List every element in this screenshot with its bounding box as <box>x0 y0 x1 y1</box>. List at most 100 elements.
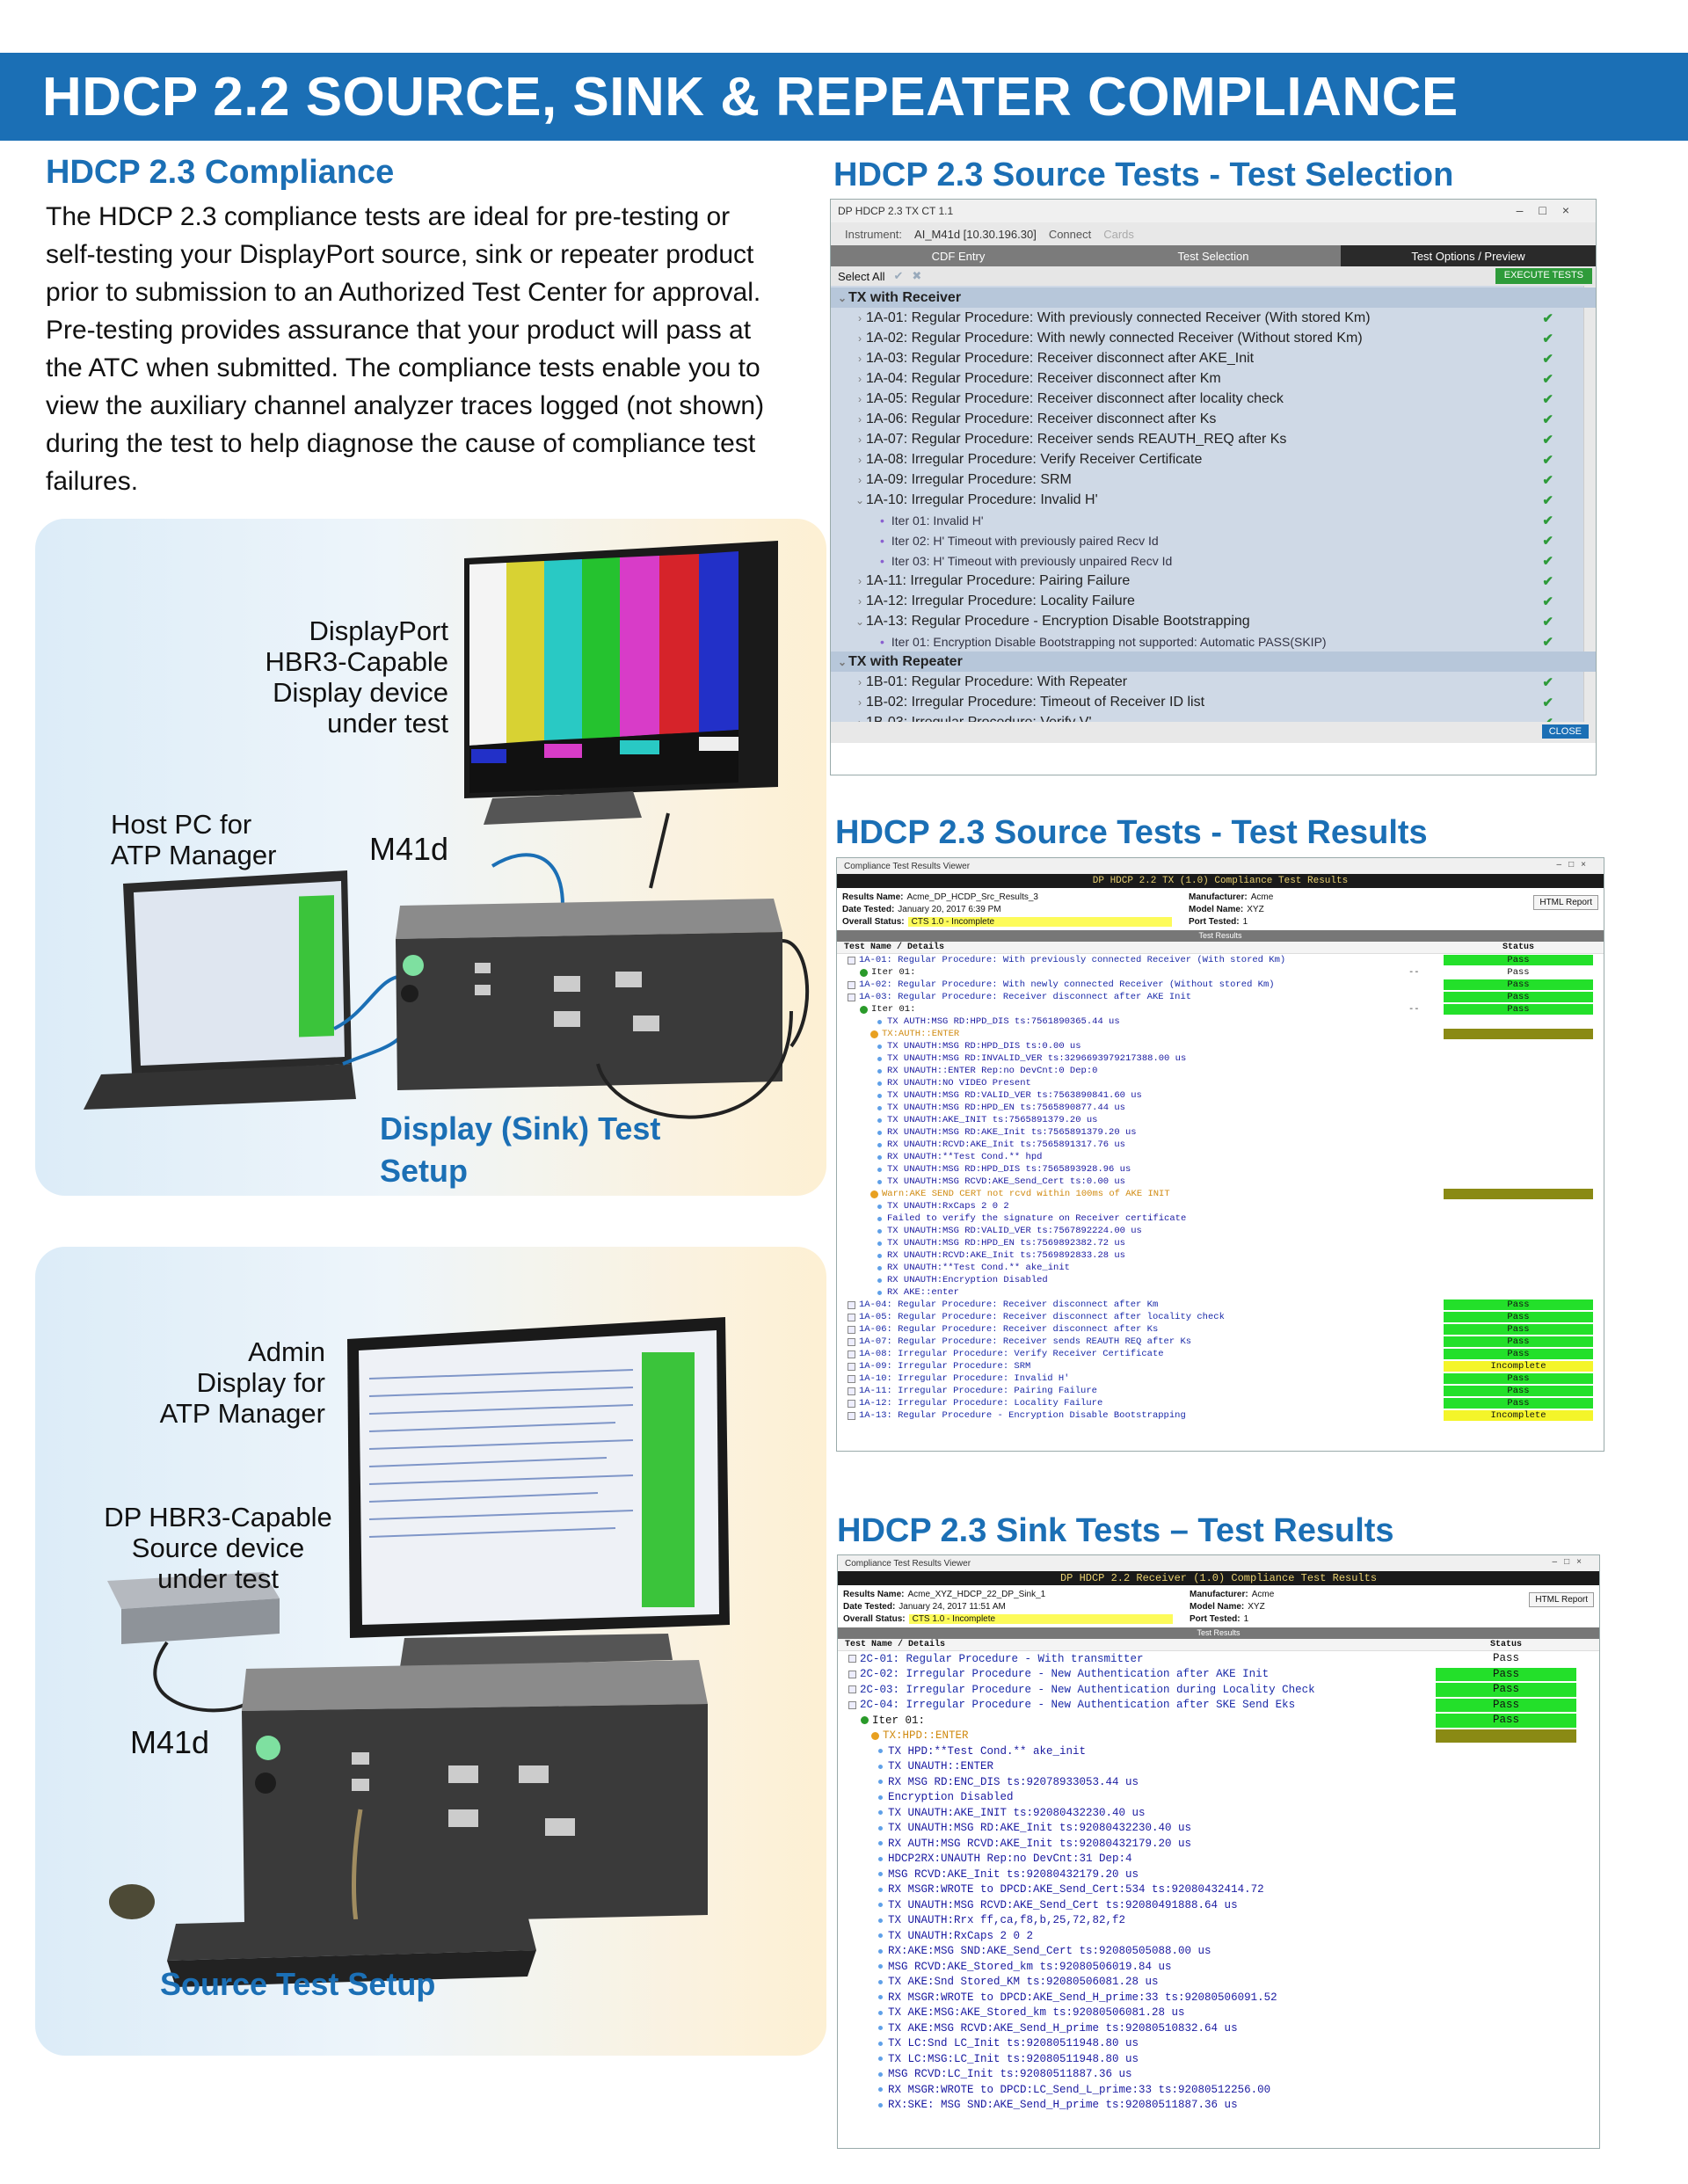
result-row[interactable]: 1A-12: Irregular Procedure: Locality Fai… <box>837 1397 1604 1409</box>
expand-icon[interactable] <box>848 1362 855 1371</box>
result-row[interactable]: 1A-01: Regular Procedure: With previousl… <box>837 954 1604 966</box>
result-row[interactable]: TX UNAUTH:MSG RD:HPD_EN ts:7569892382.72… <box>837 1237 1604 1249</box>
result-row[interactable]: RX MSGR:WROTE to DPCD:LC_Send_L_prime:33… <box>838 2082 1599 2098</box>
checkmark-icon[interactable]: ✔ <box>1542 492 1553 508</box>
expand-icon[interactable] <box>848 1387 855 1395</box>
result-row[interactable]: TX UNAUTH:MSG RCVD:AKE_Send_Cert ts:0.00… <box>837 1176 1604 1188</box>
checkmark-icon[interactable]: ✔ <box>1542 371 1553 387</box>
result-row[interactable]: Encryption Disabled <box>838 1790 1599 1806</box>
checkmark-icon[interactable]: ✔ <box>1542 614 1553 630</box>
result-row[interactable]: TX UNAUTH:MSG RCVD:AKE_Send_Cert ts:9208… <box>838 1897 1599 1913</box>
expand-icon[interactable] <box>848 1670 856 1678</box>
result-row[interactable]: RX UNAUTH:RCVD:AKE_Init ts:7569892833.28… <box>837 1249 1604 1262</box>
expand-icon[interactable] <box>848 980 855 989</box>
expand-icon[interactable] <box>848 1300 855 1309</box>
test-row[interactable]: ›1A-01: Regular Procedure: With previous… <box>831 308 1596 328</box>
test-row[interactable]: ⌄1A-13: Regular Procedure - Encryption D… <box>831 611 1596 631</box>
expand-icon[interactable] <box>848 1337 855 1346</box>
result-row[interactable]: TX UNAUTH:MSG RD:AKE_Init ts:92080432230… <box>838 1821 1599 1837</box>
result-row[interactable]: 1A-11: Irregular Procedure: Pairing Fail… <box>837 1385 1604 1397</box>
window-controls[interactable]: –□× <box>1516 203 1585 217</box>
checkmark-icon[interactable]: ✔ <box>1542 533 1553 549</box>
cards-button[interactable]: Cards <box>1103 227 1134 241</box>
result-row[interactable]: TX AKE:MSG RCVD:AKE_Send_H_prime ts:9208… <box>838 2020 1599 2036</box>
test-row[interactable]: ›1A-11: Irregular Procedure: Pairing Fai… <box>831 571 1596 591</box>
result-row[interactable]: TX UNAUTH:RxCaps 2 0 2 <box>837 1200 1604 1212</box>
test-row[interactable]: •Iter 03: H' Timeout with previously unp… <box>831 550 1596 571</box>
tab-cdf-entry[interactable]: CDF Entry <box>831 245 1086 266</box>
result-row[interactable]: Iter 01:Pass <box>838 1713 1599 1729</box>
connect-button[interactable]: Connect <box>1048 227 1092 241</box>
result-row[interactable]: 1A-13: Regular Procedure - Encryption Di… <box>837 1409 1604 1422</box>
result-row[interactable]: MSG RCVD:LC_Init ts:92080511887.36 us <box>838 2067 1599 2083</box>
result-row[interactable]: HDCP2RX:UNAUTH Rep:no DevCnt:31 Dep:4 <box>838 1852 1599 1867</box>
result-row[interactable]: TX UNAUTH:MSG RD:HPD_DIS ts:0.00 us <box>837 1040 1604 1052</box>
result-row[interactable]: RX MSGR:WROTE to DPCD:AKE_Send_H_prime:3… <box>838 1990 1599 2006</box>
result-row[interactable]: RX UNAUTH:Encryption Disabled <box>837 1274 1604 1286</box>
test-row[interactable]: ›1A-02: Regular Procedure: With newly co… <box>831 328 1596 348</box>
test-row[interactable]: ⌄TX with Receiver <box>831 288 1596 308</box>
test-row[interactable]: ›1B-02: Irregular Procedure: Timeout of … <box>831 692 1596 712</box>
execute-tests-button[interactable]: EXECUTE TESTS <box>1495 268 1592 284</box>
result-row[interactable]: TX UNAUTH:MSG RD:INVALID_VER ts:32966939… <box>837 1052 1604 1065</box>
checkmark-icon[interactable]: ✔ <box>1542 351 1553 367</box>
result-row[interactable]: RX UNAUTH:**Test Cond.** hpd <box>837 1151 1604 1163</box>
expand-icon[interactable] <box>848 1399 855 1408</box>
expand-icon[interactable] <box>848 1350 855 1358</box>
result-row[interactable]: 1A-10: Irregular Procedure: Invalid H'Pa… <box>837 1372 1604 1385</box>
result-row[interactable]: TX AKE:MSG:AKE_Stored_km ts:92080506081.… <box>838 2006 1599 2021</box>
result-row[interactable]: 2C-02: Irregular Procedure - New Authent… <box>838 1667 1599 1683</box>
result-row[interactable]: TX LC:Snd LC_Init ts:92080511948.80 us <box>838 2036 1599 2052</box>
result-row[interactable]: 2C-03: Irregular Procedure - New Authent… <box>838 1682 1599 1698</box>
test-row[interactable]: ›1B-01: Regular Procedure: With Repeater… <box>831 672 1596 692</box>
result-row[interactable]: TX:AUTH::ENTER <box>837 1028 1604 1040</box>
test-row[interactable]: ⌄1A-10: Irregular Procedure: Invalid H'✔ <box>831 490 1596 510</box>
checkmark-icon[interactable]: ✔ <box>1542 695 1553 710</box>
result-row[interactable]: TX UNAUTH::ENTER <box>838 1759 1599 1775</box>
result-row[interactable]: 1A-03: Regular Procedure: Receiver disco… <box>837 991 1604 1003</box>
checkmark-icon[interactable]: ✔ <box>1542 674 1553 690</box>
result-row[interactable]: 2C-04: Irregular Procedure - New Authent… <box>838 1698 1599 1714</box>
expand-icon[interactable] <box>848 1700 856 1709</box>
test-row[interactable]: ›1A-07: Regular Procedure: Receiver send… <box>831 429 1596 449</box>
result-row[interactable]: Iter 01:--Pass <box>837 1003 1604 1016</box>
test-row[interactable]: ›1A-09: Irregular Procedure: SRM✔ <box>831 470 1596 490</box>
result-row[interactable]: RX AUTH:MSG RCVD:AKE_Init ts:92080432179… <box>838 1836 1599 1852</box>
result-row[interactable]: RX:SKE: MSG SND:AKE_Send_H_prime ts:9208… <box>838 2098 1599 2114</box>
close-button[interactable]: CLOSE <box>1541 724 1589 739</box>
test-row[interactable]: •Iter 01: Invalid H'✔ <box>831 510 1596 530</box>
checkmark-icon[interactable]: ✔ <box>1542 593 1553 609</box>
result-row[interactable]: 1A-04: Regular Procedure: Receiver disco… <box>837 1299 1604 1311</box>
result-row[interactable]: MSG RCVD:AKE_Stored_km ts:92080506019.84… <box>838 1959 1599 1975</box>
result-row[interactable]: RX:AKE:MSG SND:AKE_Send_Cert ts:92080505… <box>838 1944 1599 1960</box>
window-controls[interactable]: –□× <box>1556 860 1593 870</box>
html-report-button[interactable]: HTML Report <box>1533 895 1598 910</box>
checkmark-icon[interactable]: ✔ <box>1542 310 1553 326</box>
result-row[interactable]: TX UNAUTH:RxCaps 2 0 2 <box>838 1928 1599 1944</box>
result-row[interactable]: TX UNAUTH:AKE_INIT ts:92080432230.40 us <box>838 1805 1599 1821</box>
result-row[interactable]: RX UNAUTH::ENTER Rep:no DevCnt:0 Dep:0 <box>837 1065 1604 1077</box>
test-row[interactable]: ›1A-08: Irregular Procedure: Verify Rece… <box>831 449 1596 470</box>
test-row[interactable]: ›1A-03: Regular Procedure: Receiver disc… <box>831 348 1596 368</box>
checkmark-icon[interactable]: ✔ <box>1542 432 1553 448</box>
result-row[interactable]: 1A-08: Irregular Procedure: Verify Recei… <box>837 1348 1604 1360</box>
expand-icon[interactable] <box>848 1411 855 1420</box>
result-row[interactable]: RX AKE::enter <box>837 1286 1604 1299</box>
result-row[interactable]: TX HPD:**Test Cond.** ake_init <box>838 1744 1599 1759</box>
checkmark-icon[interactable]: ✔ <box>1542 331 1553 346</box>
result-row[interactable]: RX MSG RD:ENC_DIS ts:92078933053.44 us <box>838 1774 1599 1790</box>
result-row[interactable]: TX AKE:Snd Stored_KM ts:92080506081.28 u… <box>838 1975 1599 1991</box>
test-row[interactable]: ›1A-12: Irregular Procedure: Locality Fa… <box>831 591 1596 611</box>
test-row[interactable]: •Iter 01: Encryption Disable Bootstrappi… <box>831 631 1596 652</box>
expand-icon[interactable] <box>848 1655 856 1663</box>
expand-icon[interactable] <box>848 1313 855 1321</box>
result-row[interactable]: TX:HPD::ENTER <box>838 1729 1599 1744</box>
expand-icon[interactable] <box>848 1325 855 1334</box>
tab-test-options[interactable]: Test Options / Preview <box>1341 245 1596 266</box>
result-row[interactable]: RX UNAUTH:NO VIDEO Present <box>837 1077 1604 1089</box>
result-row[interactable]: TX AUTH:MSG RD:HPD_DIS ts:7561890365.44 … <box>837 1016 1604 1028</box>
checkmark-icon[interactable]: ✔ <box>1542 573 1553 589</box>
result-row[interactable]: TX UNAUTH:MSG RD:HPD_EN ts:7565890877.44… <box>837 1102 1604 1114</box>
result-row[interactable]: 1A-06: Regular Procedure: Receiver disco… <box>837 1323 1604 1336</box>
